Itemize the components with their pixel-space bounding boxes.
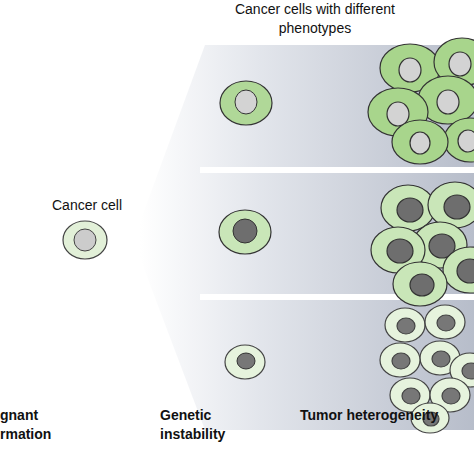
- band-separator: [200, 294, 474, 300]
- stage-label: Tumor heterogeneity: [300, 406, 450, 425]
- cell-cluster-light-nucleus: [368, 38, 474, 164]
- cancer-cell-dark-nucleus: [219, 210, 271, 254]
- stage-label: Genetic instability: [160, 406, 280, 444]
- fan-outline: [140, 0, 474, 440]
- cancer-cell-node: Cancer cell: [62, 220, 108, 260]
- heading-label: Cancer cells with different phenotypes: [215, 0, 415, 38]
- stage-label: gnant rmation: [0, 406, 62, 444]
- phenotype-fan-band: Cancer cells with different phenotypes: [140, 0, 474, 440]
- cell-label: Cancer cell: [42, 196, 132, 215]
- cell-outline: [62, 220, 108, 260]
- cell-nucleus: [74, 229, 96, 251]
- fan-shape: [140, 45, 474, 430]
- cell-cluster-dark-nucleus: [371, 182, 474, 306]
- cancer-cell-small: [225, 345, 265, 379]
- cancer-cell-light-nucleus: [220, 81, 272, 125]
- cell-membrane: [63, 221, 107, 259]
- band-separator: [200, 167, 474, 173]
